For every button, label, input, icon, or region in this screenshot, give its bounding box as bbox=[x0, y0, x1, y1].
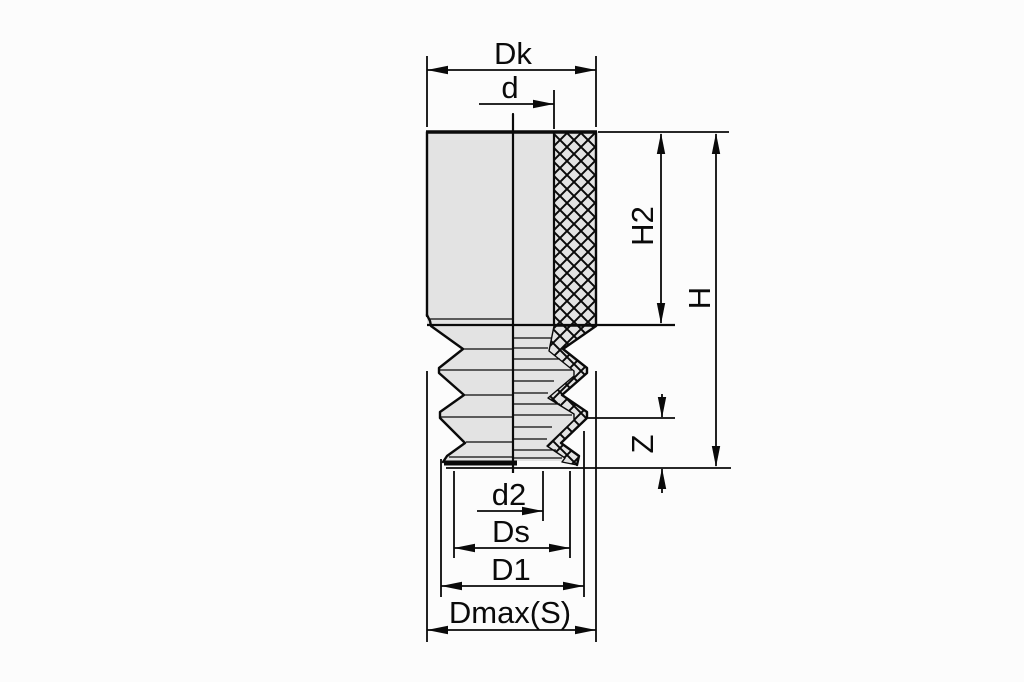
suction-cup-body bbox=[425, 114, 731, 473]
dimension-d1: D1 bbox=[440, 431, 585, 597]
bellows-fold-lines-left bbox=[440, 348, 512, 458]
h2-arrow-top bbox=[656, 133, 666, 154]
z-arrow-down bbox=[657, 397, 667, 418]
dmax-arrow-left bbox=[427, 625, 448, 635]
dmax-extension-lines bbox=[426, 371, 597, 642]
dk-arrow-left bbox=[427, 65, 448, 75]
label-h2: H2 bbox=[625, 206, 660, 246]
dimension-dk: Dk bbox=[426, 36, 597, 127]
label-d: d bbox=[501, 70, 518, 105]
label-dmax: Dmax(S) bbox=[449, 595, 571, 630]
label-d1: D1 bbox=[491, 552, 531, 587]
ds-arrow-left bbox=[454, 543, 475, 553]
dimension-z: Z bbox=[588, 394, 675, 493]
dk-extension-lines bbox=[426, 56, 597, 127]
dmax-arrow-right bbox=[575, 625, 596, 635]
label-ds: Ds bbox=[492, 514, 530, 549]
d1-arrow-right bbox=[563, 581, 584, 591]
bellows-wall-crosshatch bbox=[546, 325, 597, 466]
dimension-d: d bbox=[479, 70, 555, 129]
bellows-right-profile bbox=[559, 324, 598, 467]
dk-arrow-right bbox=[575, 65, 596, 75]
dimension-h2: H2 bbox=[625, 133, 666, 324]
d-extension-lines bbox=[512, 90, 555, 129]
d1-extension-lines bbox=[440, 431, 585, 597]
d1-arrow-left bbox=[441, 581, 462, 591]
bellows-fold-lines-right bbox=[514, 337, 572, 459]
label-d2: d2 bbox=[492, 477, 526, 512]
label-h: H bbox=[682, 287, 717, 309]
dimension-dmax: Dmax(S) bbox=[426, 371, 597, 642]
z-arrow-up bbox=[657, 468, 667, 489]
label-dk: Dk bbox=[494, 36, 532, 71]
dimension-ds: Ds bbox=[453, 471, 571, 558]
d2-arrow-right bbox=[522, 506, 543, 516]
ds-extension-lines bbox=[453, 471, 571, 558]
label-z: Z bbox=[625, 435, 660, 454]
h2-arrow-bottom bbox=[656, 303, 666, 324]
h-arrow-bottom bbox=[711, 446, 721, 467]
h-arrow-top bbox=[711, 133, 721, 154]
dimension-d2: d2 bbox=[477, 471, 544, 521]
bellows-left-profile bbox=[425, 313, 467, 464]
ds-arrow-right bbox=[549, 543, 570, 553]
d-arrow-right bbox=[533, 99, 554, 109]
cap-crosshatch-section bbox=[555, 133, 596, 325]
dimension-h: H bbox=[598, 131, 729, 467]
